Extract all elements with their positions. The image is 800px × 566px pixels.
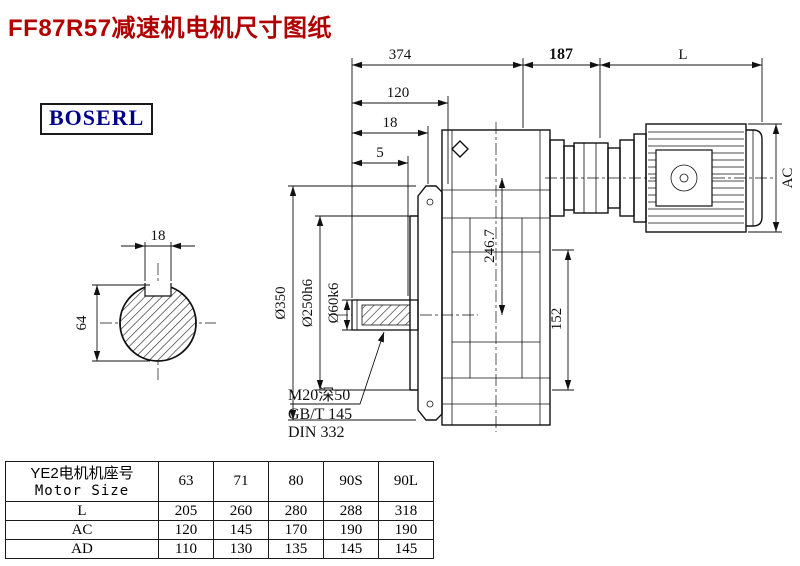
page-title: FF87R57减速机电机尺寸图纸 — [8, 15, 333, 42]
dim-shaft-height-label: 64 — [74, 315, 90, 331]
col-header-90L: 90L — [378, 461, 434, 502]
table-cell: 190 — [323, 520, 379, 540]
electric-motor — [633, 123, 763, 233]
col-header-71: 71 — [213, 461, 269, 502]
table-cell: 318 — [378, 501, 434, 521]
dim-246-label: 246.7 — [482, 229, 498, 263]
thread-spec-line3: DIN 332 — [288, 424, 344, 441]
mounting-flange — [417, 185, 443, 421]
dim-dia250-label: Ø250h6 — [300, 278, 316, 327]
gearbox-main-view — [336, 122, 774, 432]
row-label-L: L — [5, 501, 159, 521]
gearbox-housing — [441, 129, 551, 426]
dim-key-width-label: 18 — [151, 228, 166, 244]
header-en: Motor Size — [34, 482, 130, 499]
table-row-AC: AC 120 145 170 190 190 — [5, 520, 434, 540]
table-cell: 145 — [378, 539, 434, 559]
header-cn: YE2电机机座号 — [30, 464, 134, 482]
dim-187-label: 187 — [549, 46, 573, 63]
dim-5-label: 5 — [376, 145, 384, 161]
motor-adapter — [549, 139, 635, 217]
motor-size-header-cell: YE2电机机座号 Motor Size — [5, 461, 159, 502]
motor-size-table: YE2电机机座号 Motor Size 63 71 80 90S 90L L 2… — [5, 461, 434, 559]
table-cell: 135 — [268, 539, 324, 559]
dim-dia350-label: Ø350 — [273, 286, 289, 319]
dim-152-label: 152 — [549, 308, 565, 331]
table-cell: 280 — [268, 501, 324, 521]
dim-AC-label: AC — [780, 168, 796, 189]
shaft-end-view: 18 64 — [74, 228, 216, 383]
col-header-63: 63 — [158, 461, 214, 502]
col-header-90S: 90S — [323, 461, 379, 502]
motor-nameplate — [655, 149, 713, 207]
table-cell: 205 — [158, 501, 214, 521]
dim-374-label: 374 — [389, 47, 412, 63]
table-header-row: YE2电机机座号 Motor Size 63 71 80 90S 90L — [5, 461, 434, 502]
col-header-80: 80 — [268, 461, 324, 502]
thread-spec-line2: GB/T 145 — [288, 406, 352, 423]
thread-spec-line1: M20深50 — [288, 386, 350, 404]
dimensions: 374 187 L 120 18 5 AC 246.7 152 — [273, 46, 796, 421]
table-cell: 110 — [158, 539, 214, 559]
table-cell: 130 — [213, 539, 269, 559]
table-row-L: L 205 260 280 288 318 — [5, 501, 434, 521]
table-row-AD: AD 110 130 135 145 145 — [5, 539, 434, 559]
row-label-AC: AC — [5, 520, 159, 540]
table-cell: 260 — [213, 501, 269, 521]
table-cell: 145 — [323, 539, 379, 559]
thread-spec-note: M20深50 GB/T 145 DIN 332 — [288, 331, 385, 441]
table-cell: 145 — [213, 520, 269, 540]
dim-18-label: 18 — [383, 115, 398, 131]
boserl-logo: BOSERL — [40, 103, 154, 135]
dim-120-label: 120 — [387, 85, 410, 101]
table-cell: 120 — [158, 520, 214, 540]
technical-drawing: 18 64 — [74, 46, 796, 441]
table-cell: 170 — [268, 520, 324, 540]
table-cell: 190 — [378, 520, 434, 540]
dim-dia60-label: Ø60k6 — [326, 282, 342, 323]
shaft-key-section — [361, 304, 411, 326]
table-cell: 288 — [323, 501, 379, 521]
row-label-AD: AD — [5, 539, 159, 559]
dim-L-label: L — [678, 47, 687, 63]
keyway-slot — [144, 283, 172, 297]
vent-plug-icon — [451, 140, 469, 158]
